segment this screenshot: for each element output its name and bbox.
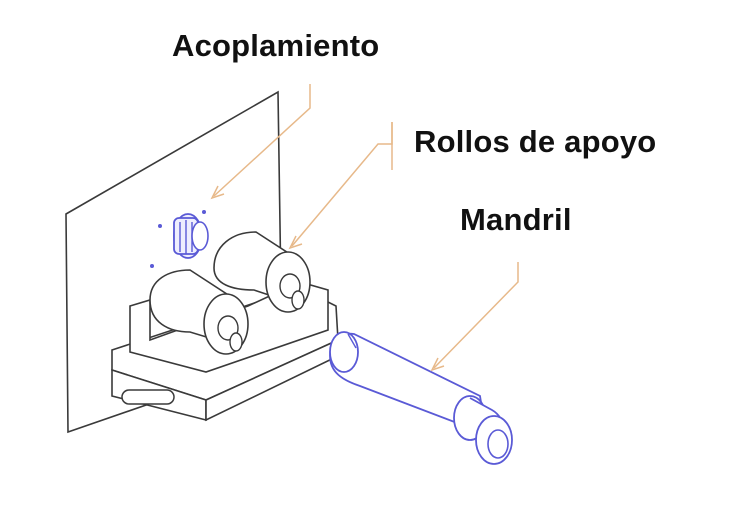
rear-support-roller (213, 231, 311, 313)
front-support-roller (149, 269, 249, 355)
label-acoplamiento: Acoplamiento (172, 28, 380, 63)
leader-mandril (430, 262, 519, 372)
leader-acoplamiento (210, 84, 311, 200)
leader-rollos-de-apoyo (288, 122, 393, 250)
coupling-part (150, 210, 209, 268)
label-mandril: Mandril (460, 202, 572, 237)
mandrel-part (329, 331, 513, 465)
label-rollos-de-apoyo: Rollos de apoyo (414, 124, 657, 159)
